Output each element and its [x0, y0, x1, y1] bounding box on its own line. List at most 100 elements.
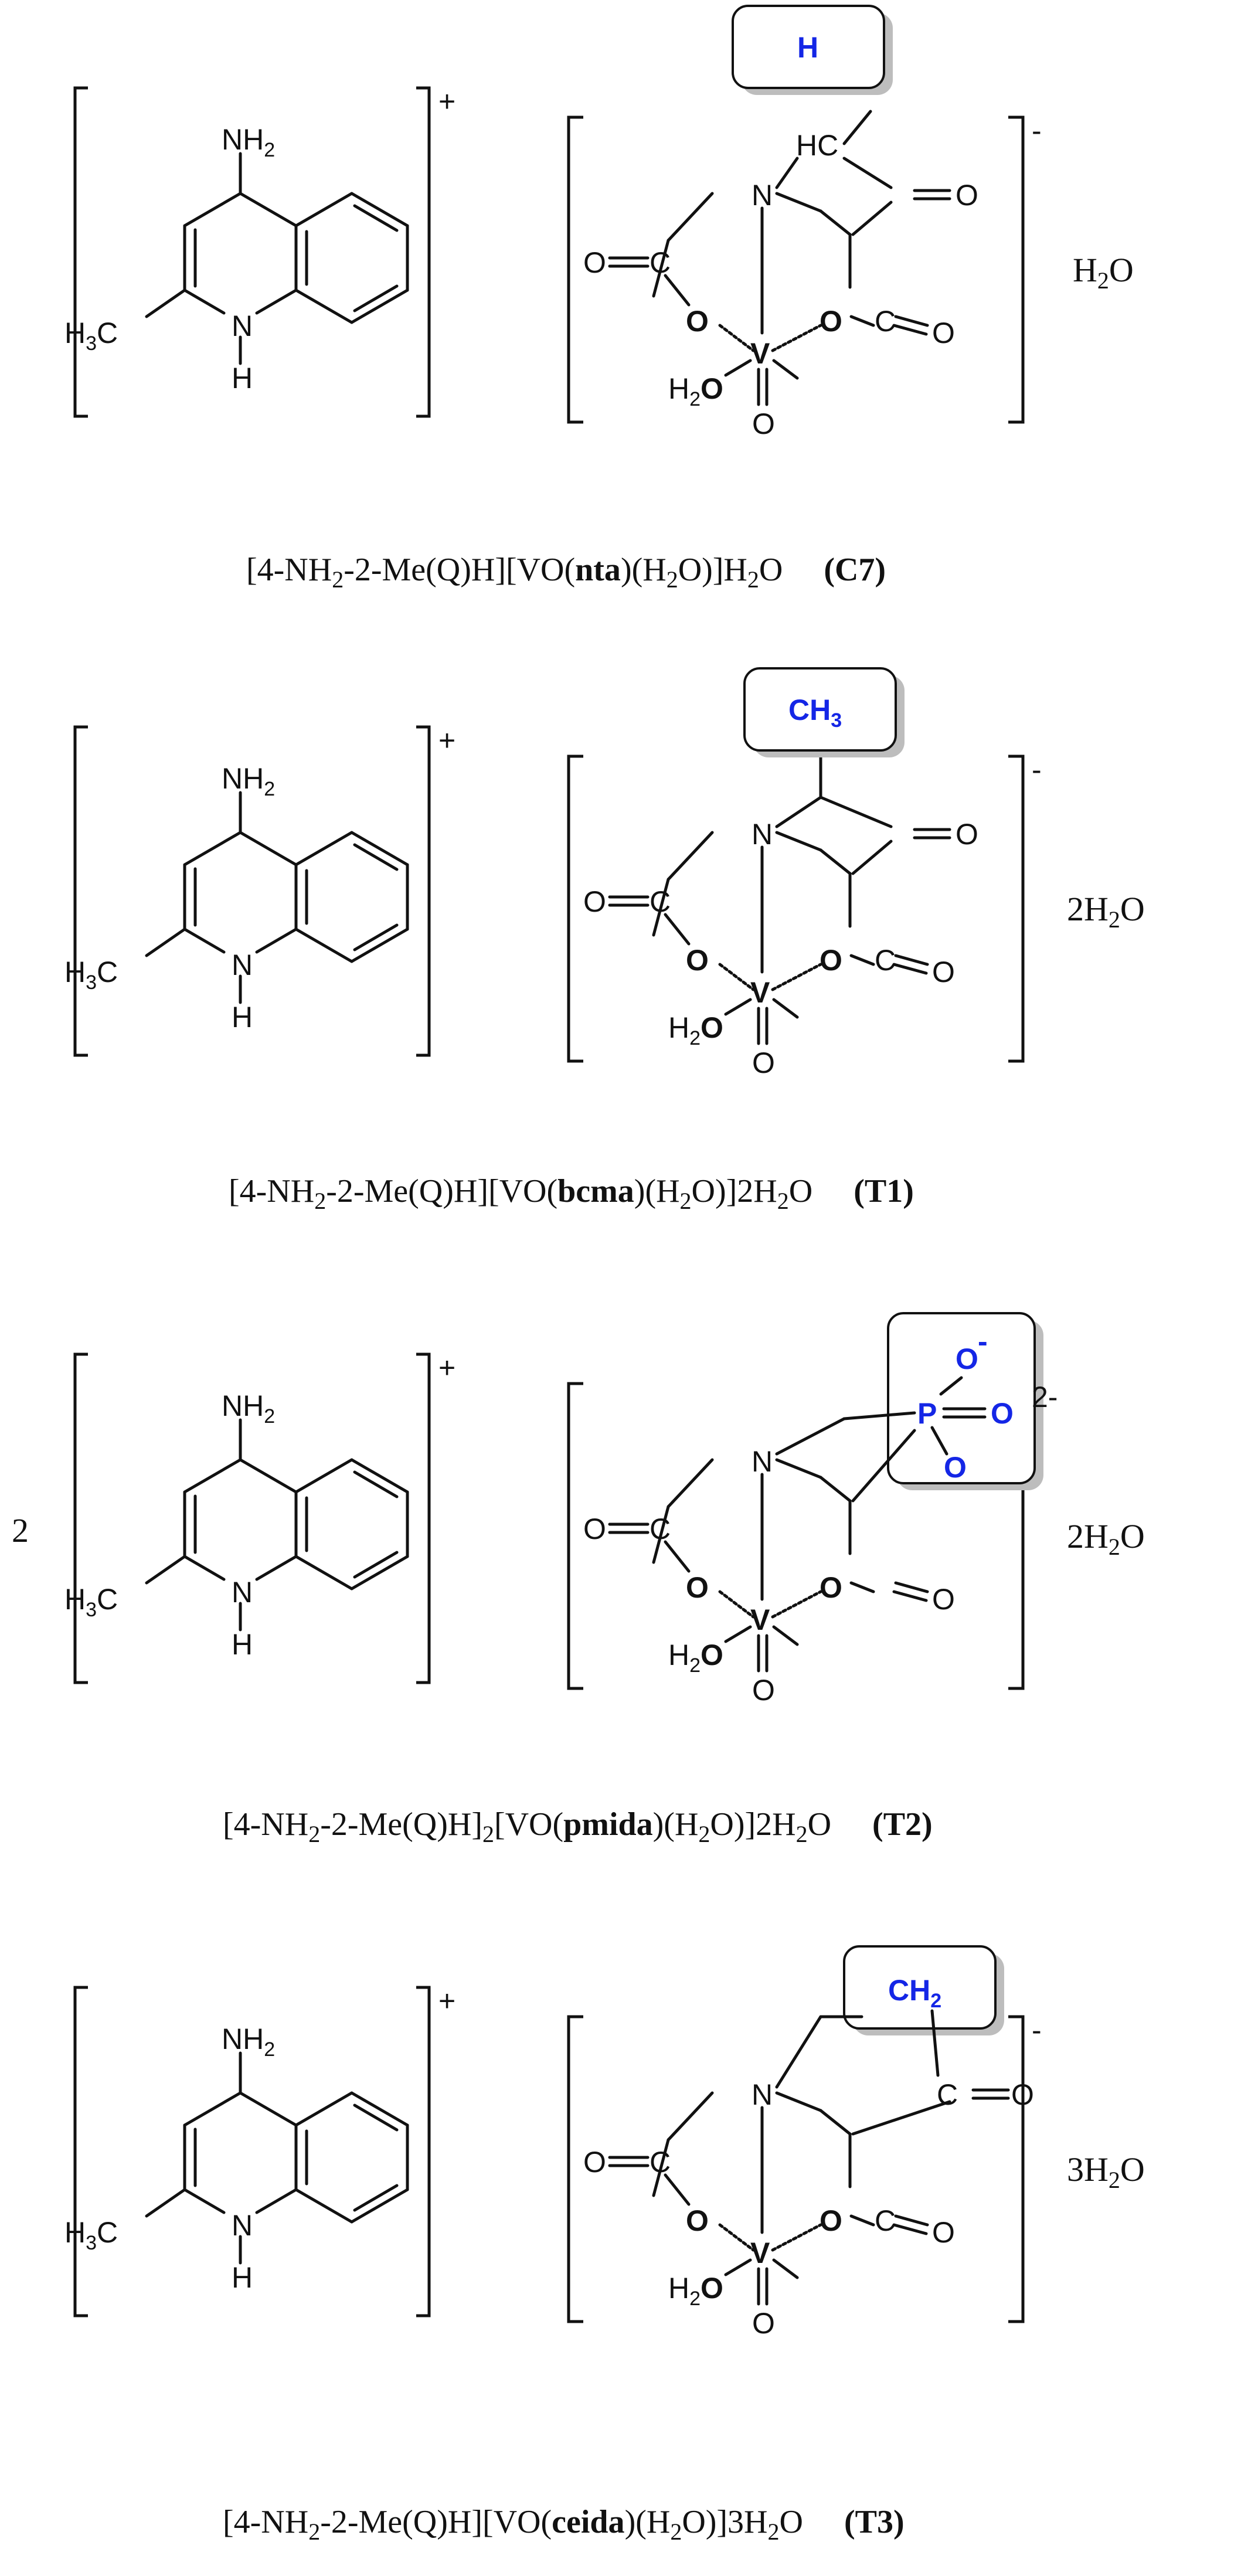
highlight-box [743, 667, 897, 752]
nitrogen-label: N [752, 2078, 773, 2111]
amine-label: NH [222, 2023, 264, 2055]
water-label: H [668, 1011, 689, 1044]
carbon-label: C [650, 246, 671, 279]
svg-text:NH2: NH2 [222, 762, 275, 800]
oxygen-label: O [956, 1343, 978, 1375]
methyl-label: H [64, 317, 86, 349]
oxygen-label: O [932, 956, 955, 988]
solvate-label: 3H2O [1067, 2150, 1145, 2193]
ring-hydrogen: H [232, 362, 253, 395]
highlight-label: CH3 [788, 694, 842, 732]
oxo-label: O [752, 1674, 775, 1707]
vanadium-label: V [750, 2237, 770, 2269]
ring-nitrogen: N [232, 949, 253, 981]
oxygen-label: O [686, 305, 709, 338]
compound-t1: NH2 H3C N H + O CH3 N O C O V O C O [64, 667, 1145, 1214]
highlight-label: CH2 [888, 1974, 941, 2012]
oxygen-label: O [932, 317, 955, 349]
compound-t3: NH2 H3C N H + CH2 C O N O C O V O C [64, 1945, 1145, 2545]
compound-label: (T3) [844, 2504, 905, 2540]
vanadium-label: V [750, 976, 770, 1009]
vanadium-label: V [750, 337, 770, 370]
solvate-label: 2H2O [1067, 1517, 1145, 1560]
carbon-label: C [650, 885, 671, 918]
methyl-label: H [64, 2216, 86, 2249]
cation-count: 2 [12, 1511, 29, 1549]
compound-caption: [4-NH2-2-Me(Q)H]2[VO(pmida)(H2O)]2H2O(T2… [223, 1806, 933, 1847]
compound-label: (T2) [872, 1806, 933, 1843]
cation-structure: NH2 H3C N H + [64, 1984, 455, 2316]
svg-text:H3C: H3C [64, 2216, 118, 2254]
anion-charge: - [1032, 2014, 1042, 2047]
oxygen-label: O [583, 885, 606, 918]
hc-label: HC [796, 129, 838, 162]
oxygen-label: O [686, 2204, 709, 2237]
cation-structure: NH2 H3C N H + [64, 724, 455, 1055]
oxo-label: O [752, 2307, 775, 2340]
vanadium-label: V [750, 1603, 770, 1636]
cation-charge: + [438, 1351, 455, 1384]
anion-structure: HC O H N O C O V O C O H2O O - [569, 5, 1042, 440]
oxygen-charge: - [978, 1325, 988, 1358]
compound-t2: 2 NH2 H3C N H + P O - O O N O [12, 1312, 1145, 1847]
ring-nitrogen: N [232, 2209, 253, 2242]
compound-caption: [4-NH2-2-Me(Q)H][VO(ceida)(H2O)]3H2O(T3) [223, 2504, 905, 2545]
carbon-label: C [650, 2146, 671, 2179]
cation-charge: + [438, 1984, 455, 2017]
oxygen-label: O [583, 1513, 606, 1545]
oxygen-label: O [686, 1571, 709, 1604]
svg-text:H2O: H2O [668, 1639, 723, 1677]
amine-label: NH [222, 1389, 264, 1422]
amine-label: NH [222, 123, 264, 156]
ring-hydrogen: H [232, 1628, 253, 1661]
water-label: H [668, 1639, 689, 1671]
anion-structure: O CH3 N O C O V O C O H2O O - [569, 667, 1042, 1079]
anion-charge: - [1032, 753, 1042, 786]
carbon-label: C [650, 1513, 671, 1545]
compound-caption: [4-NH2-2-Me(Q)H][VO(bcma)(H2O)]2H2O(T1) [229, 1173, 914, 1214]
phosphorus-label: P [917, 1397, 937, 1430]
oxygen-label: O [956, 179, 978, 212]
carbon-label: C [937, 2078, 958, 2111]
highlight-box [887, 1312, 1036, 1484]
amine-label: NH [222, 762, 264, 795]
oxygen-label: O [820, 2204, 842, 2237]
cation-structure: NH2 H3C N H + [64, 85, 455, 416]
oxo-label: O [752, 1046, 775, 1079]
compound-caption: [4-NH2-2-Me(Q)H][VO(nta)(H2O)]H2O(C7) [246, 552, 886, 593]
anion-structure: CH2 C O N O C O V O C O H2O O - [569, 1945, 1042, 2340]
ring-hydrogen: H [232, 2261, 253, 2294]
carbon-label: C [875, 2204, 896, 2237]
cation-structure: NH2 H3C N H + [64, 1351, 455, 1683]
solvate-label: H2O [1073, 251, 1134, 294]
oxygen-label: O [944, 1451, 967, 1484]
ring-hydrogen: H [232, 1001, 253, 1034]
nitrogen-label: N [752, 818, 773, 851]
oxygen-label: O [820, 1571, 842, 1604]
svg-text:NH2: NH2 [222, 1389, 275, 1428]
oxygen-label: O [583, 2146, 606, 2179]
oxygen-label: O [1011, 2078, 1034, 2111]
oxygen-label: O [932, 2216, 955, 2249]
svg-text:H2O: H2O [668, 372, 723, 410]
svg-text:H3C: H3C [64, 1583, 118, 1621]
oxygen-label: O [820, 944, 842, 977]
highlight-box [843, 1945, 997, 2030]
svg-text:H3C: H3C [64, 317, 118, 355]
water-label: H [668, 372, 689, 405]
carbon-label: C [875, 944, 896, 977]
carbon-label: C [875, 305, 896, 338]
highlight-box [732, 5, 885, 89]
oxygen-label: O [956, 818, 978, 851]
svg-text:H2O: H2O [668, 2272, 723, 2310]
ring-nitrogen: N [232, 310, 253, 342]
oxygen-label: O [820, 305, 842, 338]
compound-label: (T1) [854, 1173, 914, 1209]
svg-text:H2O: H2O [668, 1011, 723, 1049]
oxygen-label: O [686, 944, 709, 977]
anion-structure: P O - O O N O C O V O O H2O O 2- [569, 1312, 1058, 1707]
anion-charge: - [1032, 114, 1042, 147]
solvate-label: 2H2O [1067, 890, 1145, 933]
cation-charge: + [438, 724, 455, 757]
